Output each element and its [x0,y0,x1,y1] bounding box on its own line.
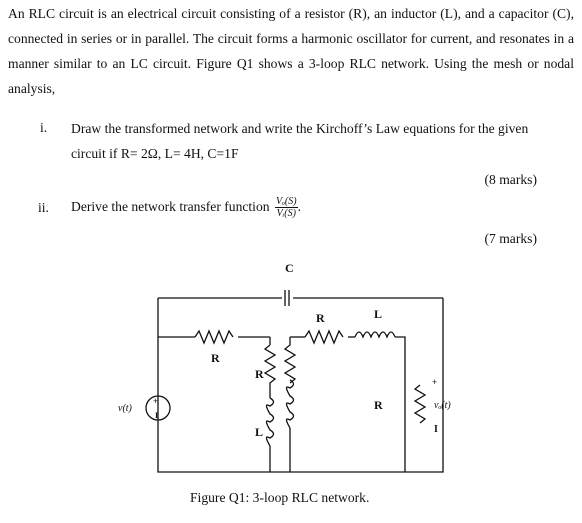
right-resistor [413,384,427,424]
right-inner-wire [395,336,406,472]
label-l-bottom: L [255,425,263,439]
label-r-mid: R [255,367,264,381]
voltage-source-circle [145,395,171,421]
source-minus: I [155,411,158,420]
intro-paragraph: An RLC circuit is an electrical circuit … [8,6,574,96]
question-1-line2: circuit if R= 2Ω, L= 4H, C=1F [71,146,239,161]
bottom-inductor [265,397,275,447]
output-label: vₒ(t) [434,400,451,411]
question-1-line1: Draw the transformed network and write t… [71,121,529,136]
question-2-label: Derive the network transfer function [71,199,270,214]
label-r-left: R [211,351,220,365]
question-1-number: i. [40,120,48,135]
question-2-suffix: . [297,199,301,214]
top-right-inductor [354,331,396,339]
fraction-denominator: Vᵢ(S) [276,208,296,220]
figure-caption: Figure Q1: 3-loop RLC network. [190,490,370,505]
source-plus: + [153,396,158,406]
center-resistor [283,337,297,384]
question-2-text: Derive the network transfer function Vₒ(… [71,196,301,219]
label-c: C [285,261,294,275]
middle-resistor [263,337,277,393]
left-resistor [194,329,234,345]
label-r-top: R [316,311,325,325]
capacitor-symbol [284,290,290,306]
top-right-resistor [304,329,344,345]
transfer-function-fraction: Vₒ(S) Vᵢ(S) [274,196,298,220]
outer-loop-wire [157,298,444,473]
label-l-top: L [374,307,382,321]
output-plus: + [432,377,437,387]
source-label: v(t) [118,403,133,414]
question-1-marks: (8 marks) [484,172,537,187]
fraction-numerator: Vₒ(S) [274,196,298,209]
center-inductor [285,379,295,429]
label-r-right: R [374,398,383,412]
question-2-number: ii. [38,200,49,215]
question-2-marks: (7 marks) [484,231,537,246]
output-minus: I [434,424,438,435]
